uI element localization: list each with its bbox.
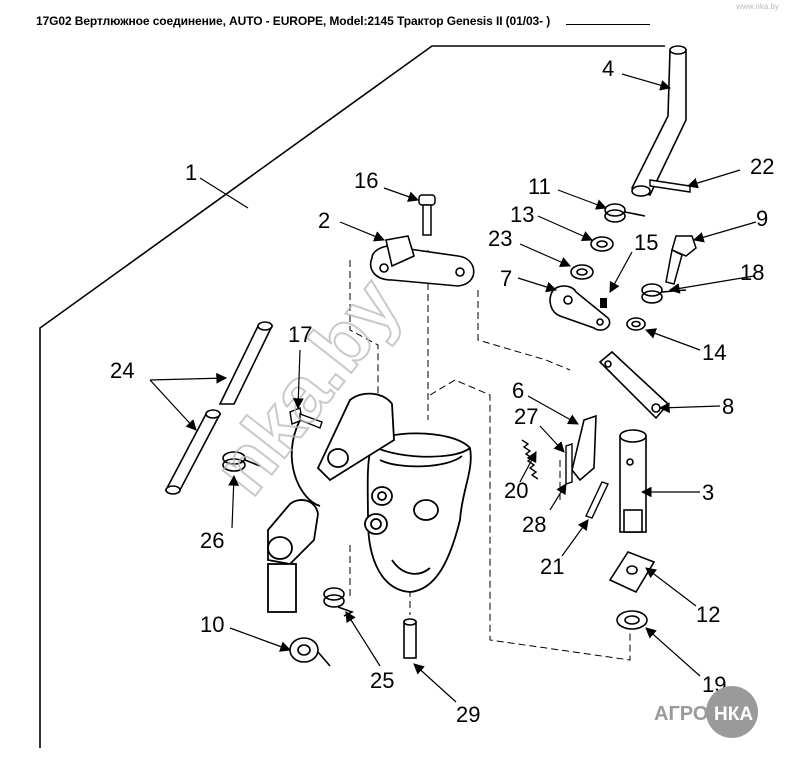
callout-4: 4 (602, 56, 614, 81)
callout-27: 27 (514, 404, 538, 429)
part-15-pin (600, 298, 607, 308)
callout-14: 14 (702, 340, 726, 365)
part-29-pin (403, 618, 417, 659)
callout-25: 25 (370, 668, 394, 693)
callout-10: 10 (200, 612, 224, 637)
callout-12: 12 (696, 602, 720, 627)
part-9-bolt (665, 235, 697, 285)
callout-1: 1 (185, 160, 197, 185)
part-10-roller (289, 637, 331, 667)
callout-22: 22 (750, 154, 774, 179)
title-underline (566, 24, 650, 26)
part-11-spring (604, 203, 646, 223)
callout-labels: 1 2 3 4 6 7 8 9 10 11 12 13 14 15 16 17 … (110, 56, 774, 727)
part-19-washer (616, 610, 648, 630)
callout-9: 9 (756, 206, 768, 231)
callout-15: 15 (634, 230, 658, 255)
part-18-spring (641, 283, 687, 304)
callout-17: 17 (288, 322, 312, 347)
part-24-rods (164, 321, 274, 495)
diagram-title: 17G02 Вертлюжное соединение, AUTO - EURO… (36, 14, 551, 28)
callout-20: 20 (504, 478, 528, 503)
arm-casting (267, 392, 395, 613)
part-8-link (598, 350, 670, 420)
callout-24: 24 (110, 358, 134, 383)
part-17-bolt (289, 407, 323, 429)
corner-site-mark: www.nka.by (736, 2, 779, 11)
part-21-pin (585, 481, 609, 519)
part-13-washer (590, 236, 614, 252)
callout-16: 16 (354, 168, 378, 193)
agronka-logo: АГРО НКА (654, 686, 758, 738)
callout-28: 28 (522, 512, 546, 537)
part-26-spring (222, 451, 261, 472)
callout-18: 18 (740, 260, 764, 285)
part-25-spring (323, 587, 355, 617)
callout-21: 21 (540, 554, 564, 579)
part-28-plate (565, 443, 573, 485)
assembly-bracket-line (39, 45, 665, 748)
callout-11: 11 (528, 174, 551, 199)
callout-29: 29 (456, 702, 480, 727)
callout-8: 8 (722, 394, 734, 419)
part-16-bolt (418, 194, 436, 236)
part-22-pin (649, 179, 691, 193)
part-12-bracket (608, 551, 656, 594)
callout-3: 3 (702, 480, 714, 505)
logo-left-text: АГРО (654, 703, 708, 725)
logo-right-text: НКА (714, 704, 753, 725)
callout-26: 26 (200, 528, 224, 553)
callout-7: 7 (500, 266, 512, 291)
callout-6: 6 (512, 378, 524, 403)
main-housing (364, 432, 472, 593)
callout-leaders (149, 73, 757, 703)
part-4-bent-rod (630, 45, 687, 197)
part-3-pivot (619, 429, 647, 533)
part-7-lever (549, 285, 611, 331)
logo-badge (706, 686, 758, 738)
part-2-plate (369, 235, 475, 287)
callout-2: 2 (318, 208, 330, 233)
part-6-block (571, 414, 597, 482)
callout-23: 23 (488, 226, 512, 251)
part-14-washer (626, 317, 646, 331)
part-23-washer (570, 264, 594, 280)
callout-13: 13 (510, 202, 534, 227)
